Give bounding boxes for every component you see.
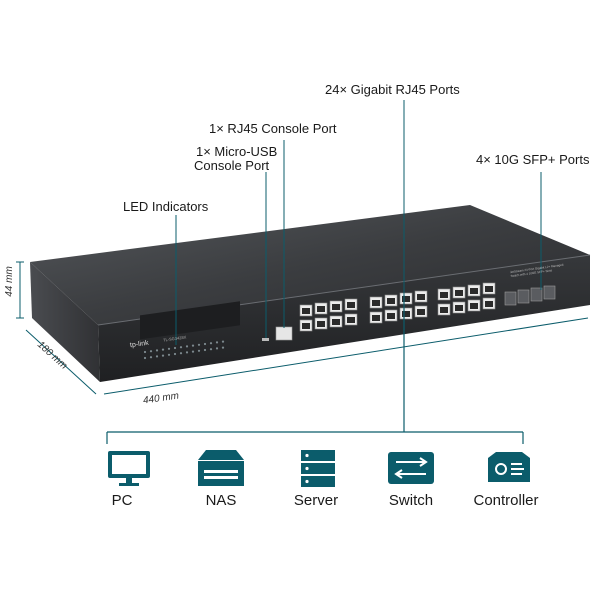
- led-dot: [149, 350, 153, 353]
- pc-icon: [104, 448, 154, 488]
- rj45-port-socket: [332, 304, 340, 310]
- console-rj45-callout: 1× RJ45 Console Port: [209, 121, 337, 136]
- led-dot: [191, 350, 195, 353]
- sfp-port: [530, 287, 543, 302]
- led-dot: [209, 348, 213, 351]
- dimension-lines: [16, 261, 589, 395]
- rj45-port-socket: [402, 311, 410, 317]
- rj45-port-socket: [485, 301, 493, 307]
- rj45-port-socket: [317, 321, 325, 327]
- led-dots: [143, 340, 225, 360]
- switch-chassis-front: [98, 255, 590, 382]
- led-dot: [215, 341, 219, 344]
- nas-icon: [196, 448, 246, 488]
- callout-lines: [175, 100, 542, 345]
- rj45-port-socket: [470, 303, 478, 309]
- switch-icon: [386, 448, 436, 488]
- switch-chassis-top: [30, 205, 590, 325]
- led-dot: [155, 355, 159, 358]
- led-dot: [203, 348, 207, 352]
- rj45-port-array: [299, 282, 496, 332]
- led-dot: [215, 347, 219, 350]
- led-dot: [149, 356, 153, 359]
- led-indicators-callout: LED Indicators: [123, 199, 209, 214]
- led-indicator-block: [140, 301, 240, 340]
- sfp-port: [504, 291, 517, 306]
- led-dot: [191, 344, 195, 347]
- server-icon: [293, 448, 343, 488]
- sfp-port-array: [504, 285, 556, 306]
- led-dot: [161, 354, 165, 357]
- rj45-port-socket: [317, 306, 325, 312]
- device-label-switch: Switch: [388, 492, 434, 509]
- led-dot: [179, 352, 183, 355]
- height-dimension-label: 44 mm: [3, 266, 15, 297]
- controller-icon: [484, 448, 534, 488]
- console-usb-callout-line2: Console Port: [194, 158, 270, 173]
- rj45-port-socket: [440, 292, 448, 298]
- rj45-port-socket: [455, 290, 463, 296]
- led-dot: [197, 343, 201, 346]
- device-label-server: Server: [293, 492, 339, 509]
- sfp-port: [543, 285, 556, 300]
- led-dot: [197, 349, 201, 352]
- console-rj45-port: [275, 326, 293, 341]
- rj45-port-socket: [372, 300, 380, 306]
- rj45-port-socket: [372, 315, 380, 321]
- led-dot: [167, 353, 171, 356]
- rj45-port-socket: [387, 313, 395, 319]
- led-dot: [143, 350, 147, 354]
- rj45-port-socket: [332, 319, 340, 325]
- rj45-port-socket: [417, 309, 425, 315]
- device-label-pc: PC: [111, 492, 133, 509]
- rj45-port-socket: [485, 286, 493, 292]
- switch-chassis-side: [30, 262, 100, 382]
- connection-tree: [106, 295, 524, 444]
- rj45-port-socket: [347, 302, 355, 308]
- rj45-port-socket: [455, 305, 463, 311]
- console-usb-port: [262, 338, 269, 341]
- console-usb-callout-line1: 1× Micro-USB: [196, 144, 278, 159]
- sfp-ports-callout: 4× 10G SFP+ Ports: [476, 152, 590, 167]
- rj45-port-socket: [302, 323, 310, 329]
- rj45-port-socket: [440, 307, 448, 313]
- led-dot: [161, 348, 165, 351]
- device-label-controller: Controller: [473, 492, 539, 509]
- device-label-nas: NAS: [205, 492, 237, 509]
- rj45-ports-callout: 24× Gigabit RJ45 Ports: [325, 82, 460, 97]
- sfp-port: [517, 289, 530, 304]
- led-dot: [221, 346, 225, 349]
- led-dot: [167, 347, 171, 350]
- rj45-port-socket: [302, 308, 310, 314]
- led-dot: [203, 342, 207, 346]
- led-dot: [209, 342, 213, 345]
- rj45-port-socket: [387, 298, 395, 304]
- rj45-port-socket: [417, 294, 425, 300]
- rj45-port-socket: [347, 317, 355, 323]
- led-dot: [173, 352, 177, 356]
- led-dot: [221, 340, 225, 343]
- led-dot: [185, 345, 189, 348]
- led-dot: [179, 346, 183, 349]
- led-dot: [155, 349, 159, 352]
- led-dot: [185, 351, 189, 354]
- led-dot: [173, 346, 177, 350]
- rj45-port-socket: [402, 296, 410, 302]
- rj45-port-socket: [470, 288, 478, 294]
- led-dot: [143, 356, 147, 360]
